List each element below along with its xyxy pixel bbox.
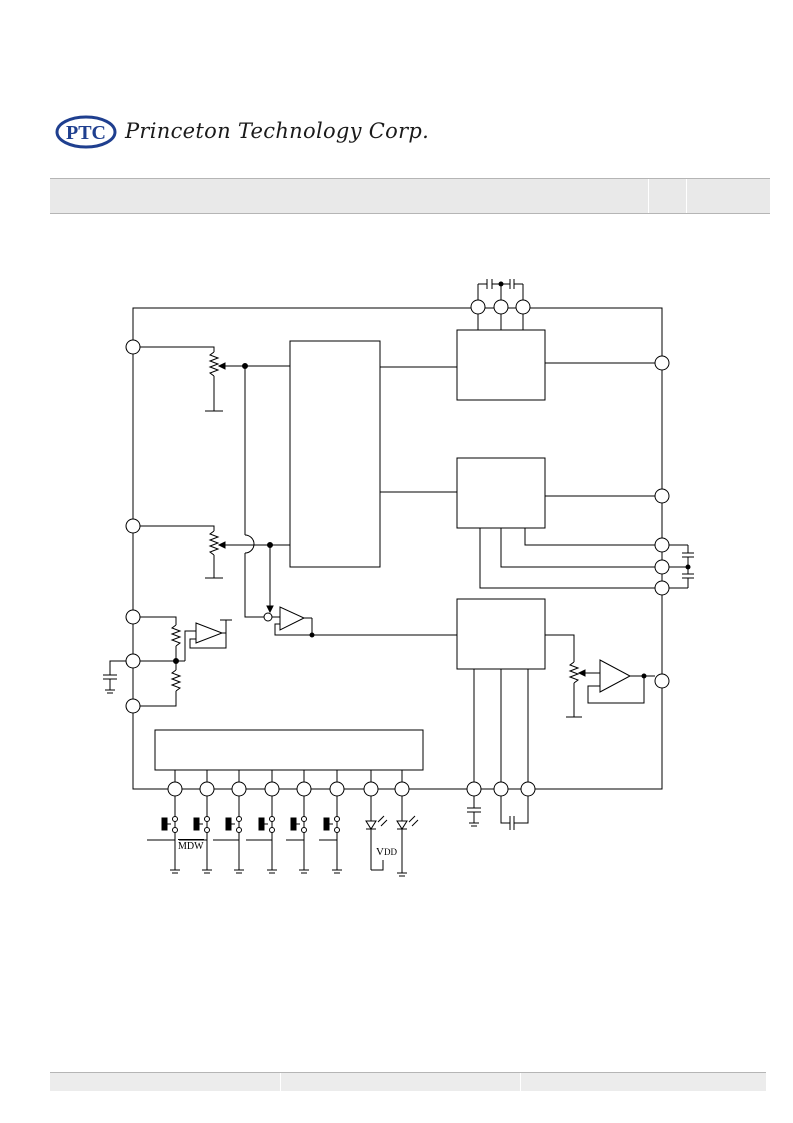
led-diodes bbox=[365, 796, 419, 877]
vdd-label-sub: DD bbox=[383, 847, 397, 857]
center-block bbox=[289, 340, 381, 568]
block-low-right bbox=[456, 598, 546, 670]
ptc-logo-icon: PTC bbox=[55, 115, 117, 149]
top-pins bbox=[470, 279, 531, 330]
header-bar bbox=[50, 178, 770, 214]
block-diagram: MDW VDD bbox=[100, 270, 720, 895]
vdd-label-main: V bbox=[376, 846, 384, 858]
block-top-right bbox=[456, 329, 546, 401]
company-name: Princeton Technology Corp. bbox=[125, 119, 430, 143]
company-logo: PTC Princeton Technology Corp. bbox=[55, 113, 429, 153]
footer-bar bbox=[50, 1072, 766, 1091]
bottom-pins bbox=[167, 669, 536, 797]
right-pins bbox=[479, 355, 694, 689]
push-buttons bbox=[147, 796, 342, 874]
block-mid-right bbox=[456, 457, 546, 529]
mdw-label: MDW bbox=[178, 839, 204, 852]
bottom-block bbox=[154, 729, 424, 771]
left-pins bbox=[125, 339, 141, 714]
vdd-label: VDD bbox=[376, 846, 397, 858]
logo-text: PTC bbox=[66, 122, 106, 144]
ic-boundary bbox=[132, 307, 663, 790]
